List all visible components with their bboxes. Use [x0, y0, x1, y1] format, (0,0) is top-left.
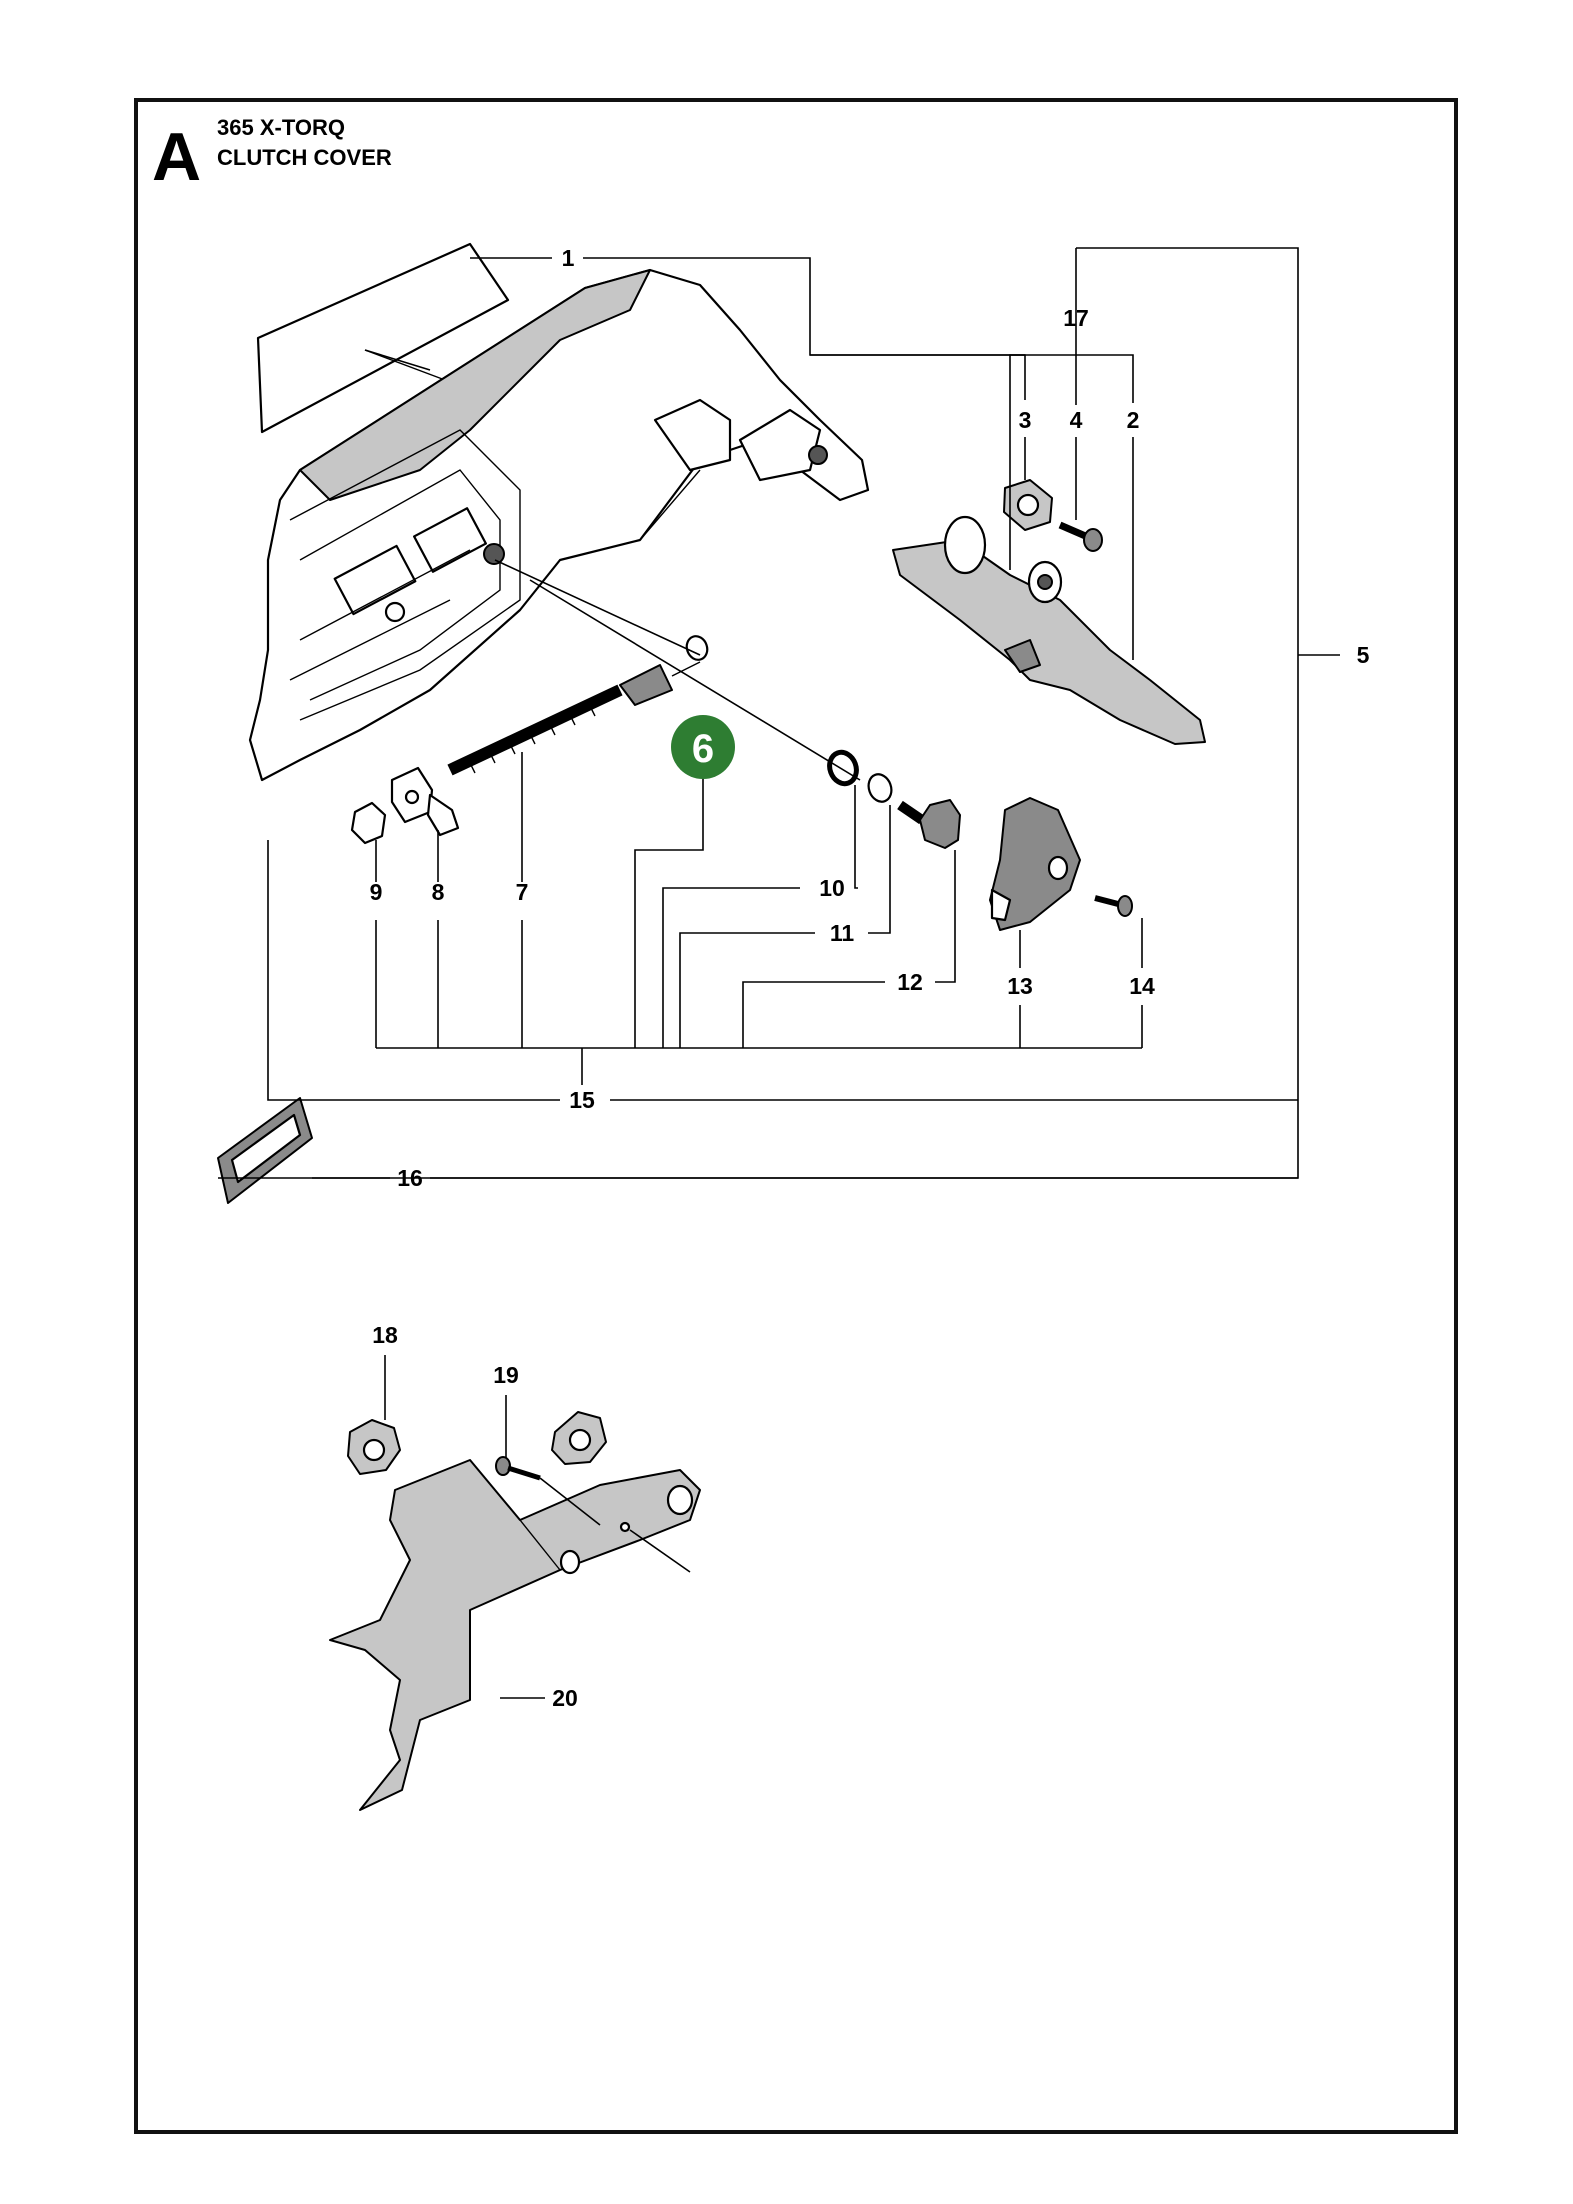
callout-4: 4 [1070, 407, 1083, 433]
part-13-plate [989, 797, 1081, 931]
callout-9: 9 [370, 879, 383, 905]
callout-19: 19 [493, 1362, 519, 1388]
callout-7: 7 [516, 879, 529, 905]
callout-2: 2 [1127, 407, 1140, 433]
part-1-clutch-cover [248, 242, 870, 782]
part-14-screw [1094, 895, 1133, 917]
part-18-nut [347, 1419, 401, 1475]
callout-5: 5 [1357, 642, 1370, 668]
part-16-plug [217, 1097, 313, 1204]
part-7-tensioner-screw [447, 661, 701, 776]
callout-15: 15 [569, 1087, 595, 1113]
part-2-bar-plate [892, 515, 1206, 745]
callout-1: 1 [562, 245, 575, 271]
part-4-screw [1058, 521, 1103, 552]
model-name: 365 X-TORQ [217, 115, 345, 140]
leader-lines [218, 247, 1340, 1699]
callout-17: 17 [1063, 305, 1089, 331]
callout-11: 11 [830, 920, 855, 946]
callout-20: 20 [552, 1685, 578, 1711]
callout-12: 12 [897, 969, 923, 995]
callout-16: 16 [397, 1165, 423, 1191]
section-letter: A [152, 119, 202, 195]
highlight-badge-6[interactable]: 6 [671, 715, 735, 779]
part-9-sleeve [350, 801, 387, 845]
part-10-o-ring [827, 749, 859, 787]
part-3-nut [1003, 479, 1053, 531]
highlight-badge-circle[interactable] [671, 715, 735, 779]
highlight-badge-number: 6 [692, 727, 714, 771]
part-6-washer [685, 635, 709, 661]
assembly-title: CLUTCH COVER [217, 145, 392, 170]
callout-10: 10 [819, 875, 845, 901]
callout-labels: 1 2 3 4 5 7 8 9 10 11 12 13 14 15 16 17 … [370, 245, 1370, 1711]
part-12-gear [897, 799, 961, 849]
callout-3: 3 [1019, 407, 1032, 433]
part-20-spike-bumper [329, 1411, 701, 1811]
callout-8: 8 [432, 879, 445, 905]
part-19-screw [495, 1456, 541, 1481]
part-11-washer [867, 773, 893, 803]
callout-18: 18 [372, 1322, 398, 1348]
diagram-frame [134, 98, 1458, 2134]
callout-13: 13 [1007, 973, 1033, 999]
callout-14: 14 [1129, 973, 1155, 999]
part-8-tensioner-nut [390, 766, 460, 837]
